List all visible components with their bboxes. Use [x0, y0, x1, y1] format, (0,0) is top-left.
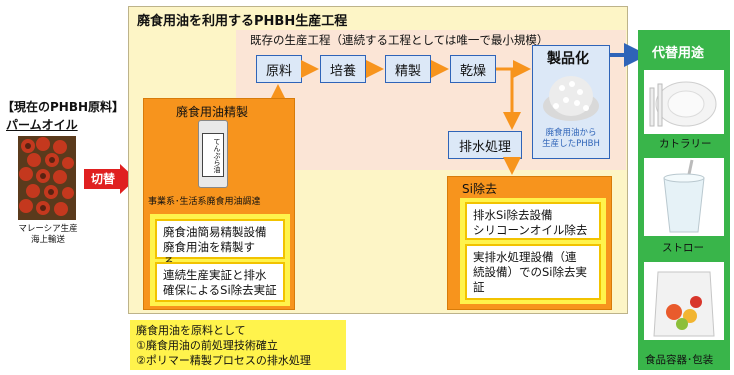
existing-process-label: 既存の生産工程（連続する工程としては唯一で最小規模）: [250, 33, 549, 47]
refining-caption: 事業系･生活系廃食用油調達: [148, 197, 261, 207]
si-box-actual-treatment: 実排水処理設備（連 続設備）でのSi除去実 証: [465, 244, 601, 300]
refining-title: 廃食用油精製: [176, 105, 249, 119]
alternatives-title: 代替用途: [652, 46, 705, 61]
oil-can-image: てんぷら油: [198, 120, 228, 188]
bottom-note: 廃食用油を原料として ①廃食用油の前処理技術確立 ②ポリマー精製プロセスの排水処…: [130, 320, 346, 370]
product-caption: 廃食用油から 生産したPHBH: [542, 128, 600, 149]
alt-item-cutlery: カトラリー: [659, 138, 712, 150]
alt-item-food-container: 食品容器･包装: [645, 354, 714, 366]
si-removal-title: Si除去: [462, 182, 497, 196]
alt-item-straw: ストロー: [662, 242, 704, 254]
straw-cup-image: [644, 158, 724, 236]
current-material-caption: マレーシア生産 海上輸送: [18, 224, 78, 245]
food-bag-image: [644, 262, 724, 340]
step-drying: 乾燥: [450, 55, 496, 83]
step-raw-material: 原料: [256, 55, 302, 83]
main-title: 廃食用油を利用するPHBH生産工程: [137, 14, 348, 29]
wastewater-treatment: 排水処理: [448, 131, 522, 159]
refining-box-continuous-demo: 連続生産実証と排水 確保によるSi除去実証: [155, 262, 285, 302]
si-box-wastewater-equipment: 排水Si除去設備 シリコーンオイル除去: [465, 202, 601, 240]
oil-can-label: てんぷら油: [202, 133, 224, 177]
switch-arrow: [84, 164, 136, 194]
step-purification: 精製: [385, 55, 431, 83]
step-culture: 培養: [320, 55, 366, 83]
palm-fruit-image: [18, 136, 76, 220]
current-material-name: パームオイル: [6, 118, 78, 132]
cutlery-image: [644, 70, 724, 134]
refining-box-simple-equipment: 廃食油簡易精製設備 廃食用油を精製する。: [155, 219, 285, 269]
switch-label: 切替: [91, 172, 116, 186]
current-material-title: 【現在のPHBH原料】: [2, 100, 125, 114]
product-title: 製品化: [547, 51, 589, 67]
phbh-pellets-image: [542, 70, 600, 122]
